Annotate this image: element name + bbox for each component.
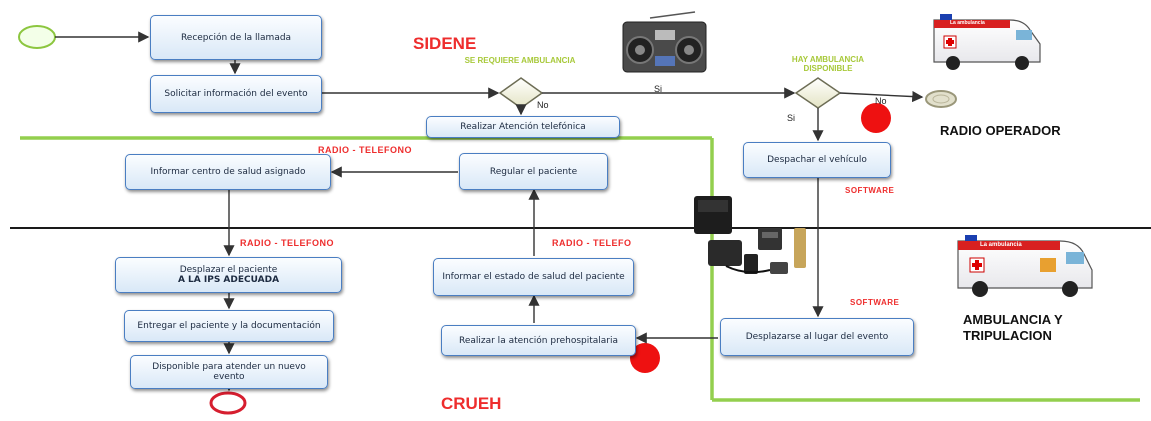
flow-label-si: Si	[787, 113, 796, 123]
task-desplazar-paciente: Desplazar el paciente A LA IPS ADECUADA	[115, 257, 342, 293]
area-title-ambulancia-tripulacion: AMBULANCIA Y TRIPULACION	[963, 312, 1063, 343]
task-realizar-atencion-prehospitalaria: Realizar la atención prehospitalaria	[441, 325, 636, 356]
start-event	[18, 25, 56, 49]
channel-label-radio-telefo: RADIO - TELEFO	[552, 238, 632, 248]
channel-label-radio-telefono: RADIO - TELEFONO	[240, 238, 334, 248]
task-desplazar-paciente-line1: Desplazar el paciente	[179, 265, 278, 275]
gateway-hay-ambulancia	[794, 77, 842, 109]
ambulance-image-top	[933, 14, 1041, 70]
task-desplazar-paciente-line2: A LA IPS ADECUADA	[177, 275, 280, 285]
ambulance-bottom-lettering: La ambulancia	[980, 242, 1022, 248]
channel-label-software: SOFTWARE	[845, 186, 895, 195]
red-marker-dot	[861, 103, 891, 133]
area-title-radio-operador: RADIO OPERADOR	[940, 123, 1061, 138]
task-despachar-vehiculo: Despachar el vehículo	[743, 142, 891, 178]
flow-label-si: Si	[654, 84, 663, 94]
task-solicitar-informacion: Solicitar información del evento	[150, 75, 322, 113]
end-event-radio	[925, 90, 957, 108]
flow-label-no: No	[537, 100, 549, 110]
gateway-requiere-ambulancia	[498, 77, 544, 109]
task-disponible-nuevo-evento: Disponible para atender un nuevo evento	[130, 355, 328, 389]
task-regular-paciente: Regular el paciente	[459, 153, 608, 190]
area-title-sidene: SIDENE	[413, 34, 477, 53]
flow-connectors	[55, 31, 924, 392]
task-entregar-paciente: Entregar el paciente y la documentación	[124, 310, 334, 342]
task-informar-centro-salud: Informar centro de salud asignado	[125, 154, 331, 190]
radio-equipment-image	[694, 196, 806, 274]
task-desplazarse-lugar: Desplazarse al lugar del evento	[720, 318, 914, 356]
task-atencion-telefonica: Realizar Atención telefónica	[426, 116, 620, 138]
flow-label-no: No	[875, 96, 887, 106]
gateway-label-requiere-ambulancia: SE REQUIERE AMBULANCIA	[464, 56, 576, 65]
red-marker-dot	[630, 343, 660, 373]
task-informar-estado-salud: Informar el estado de salud del paciente	[433, 258, 634, 296]
area-title-crueh: CRUEH	[441, 394, 502, 413]
ambulance-image-bottom	[957, 235, 1093, 297]
boombox-radio-image	[622, 11, 707, 73]
channel-label-software: SOFTWARE	[850, 298, 900, 307]
end-event	[209, 391, 247, 415]
ambulance-top-lettering: La ambulancia	[950, 20, 985, 26]
gateway-label-hay-ambulancia: HAY AMBULANCIA DISPONIBLE	[791, 55, 865, 73]
task-recepcion-llamada: Recepción de la llamada	[150, 15, 322, 60]
channel-label-radio-telefono: RADIO - TELEFONO	[318, 145, 412, 155]
swimlane-dividers	[10, 136, 1151, 402]
